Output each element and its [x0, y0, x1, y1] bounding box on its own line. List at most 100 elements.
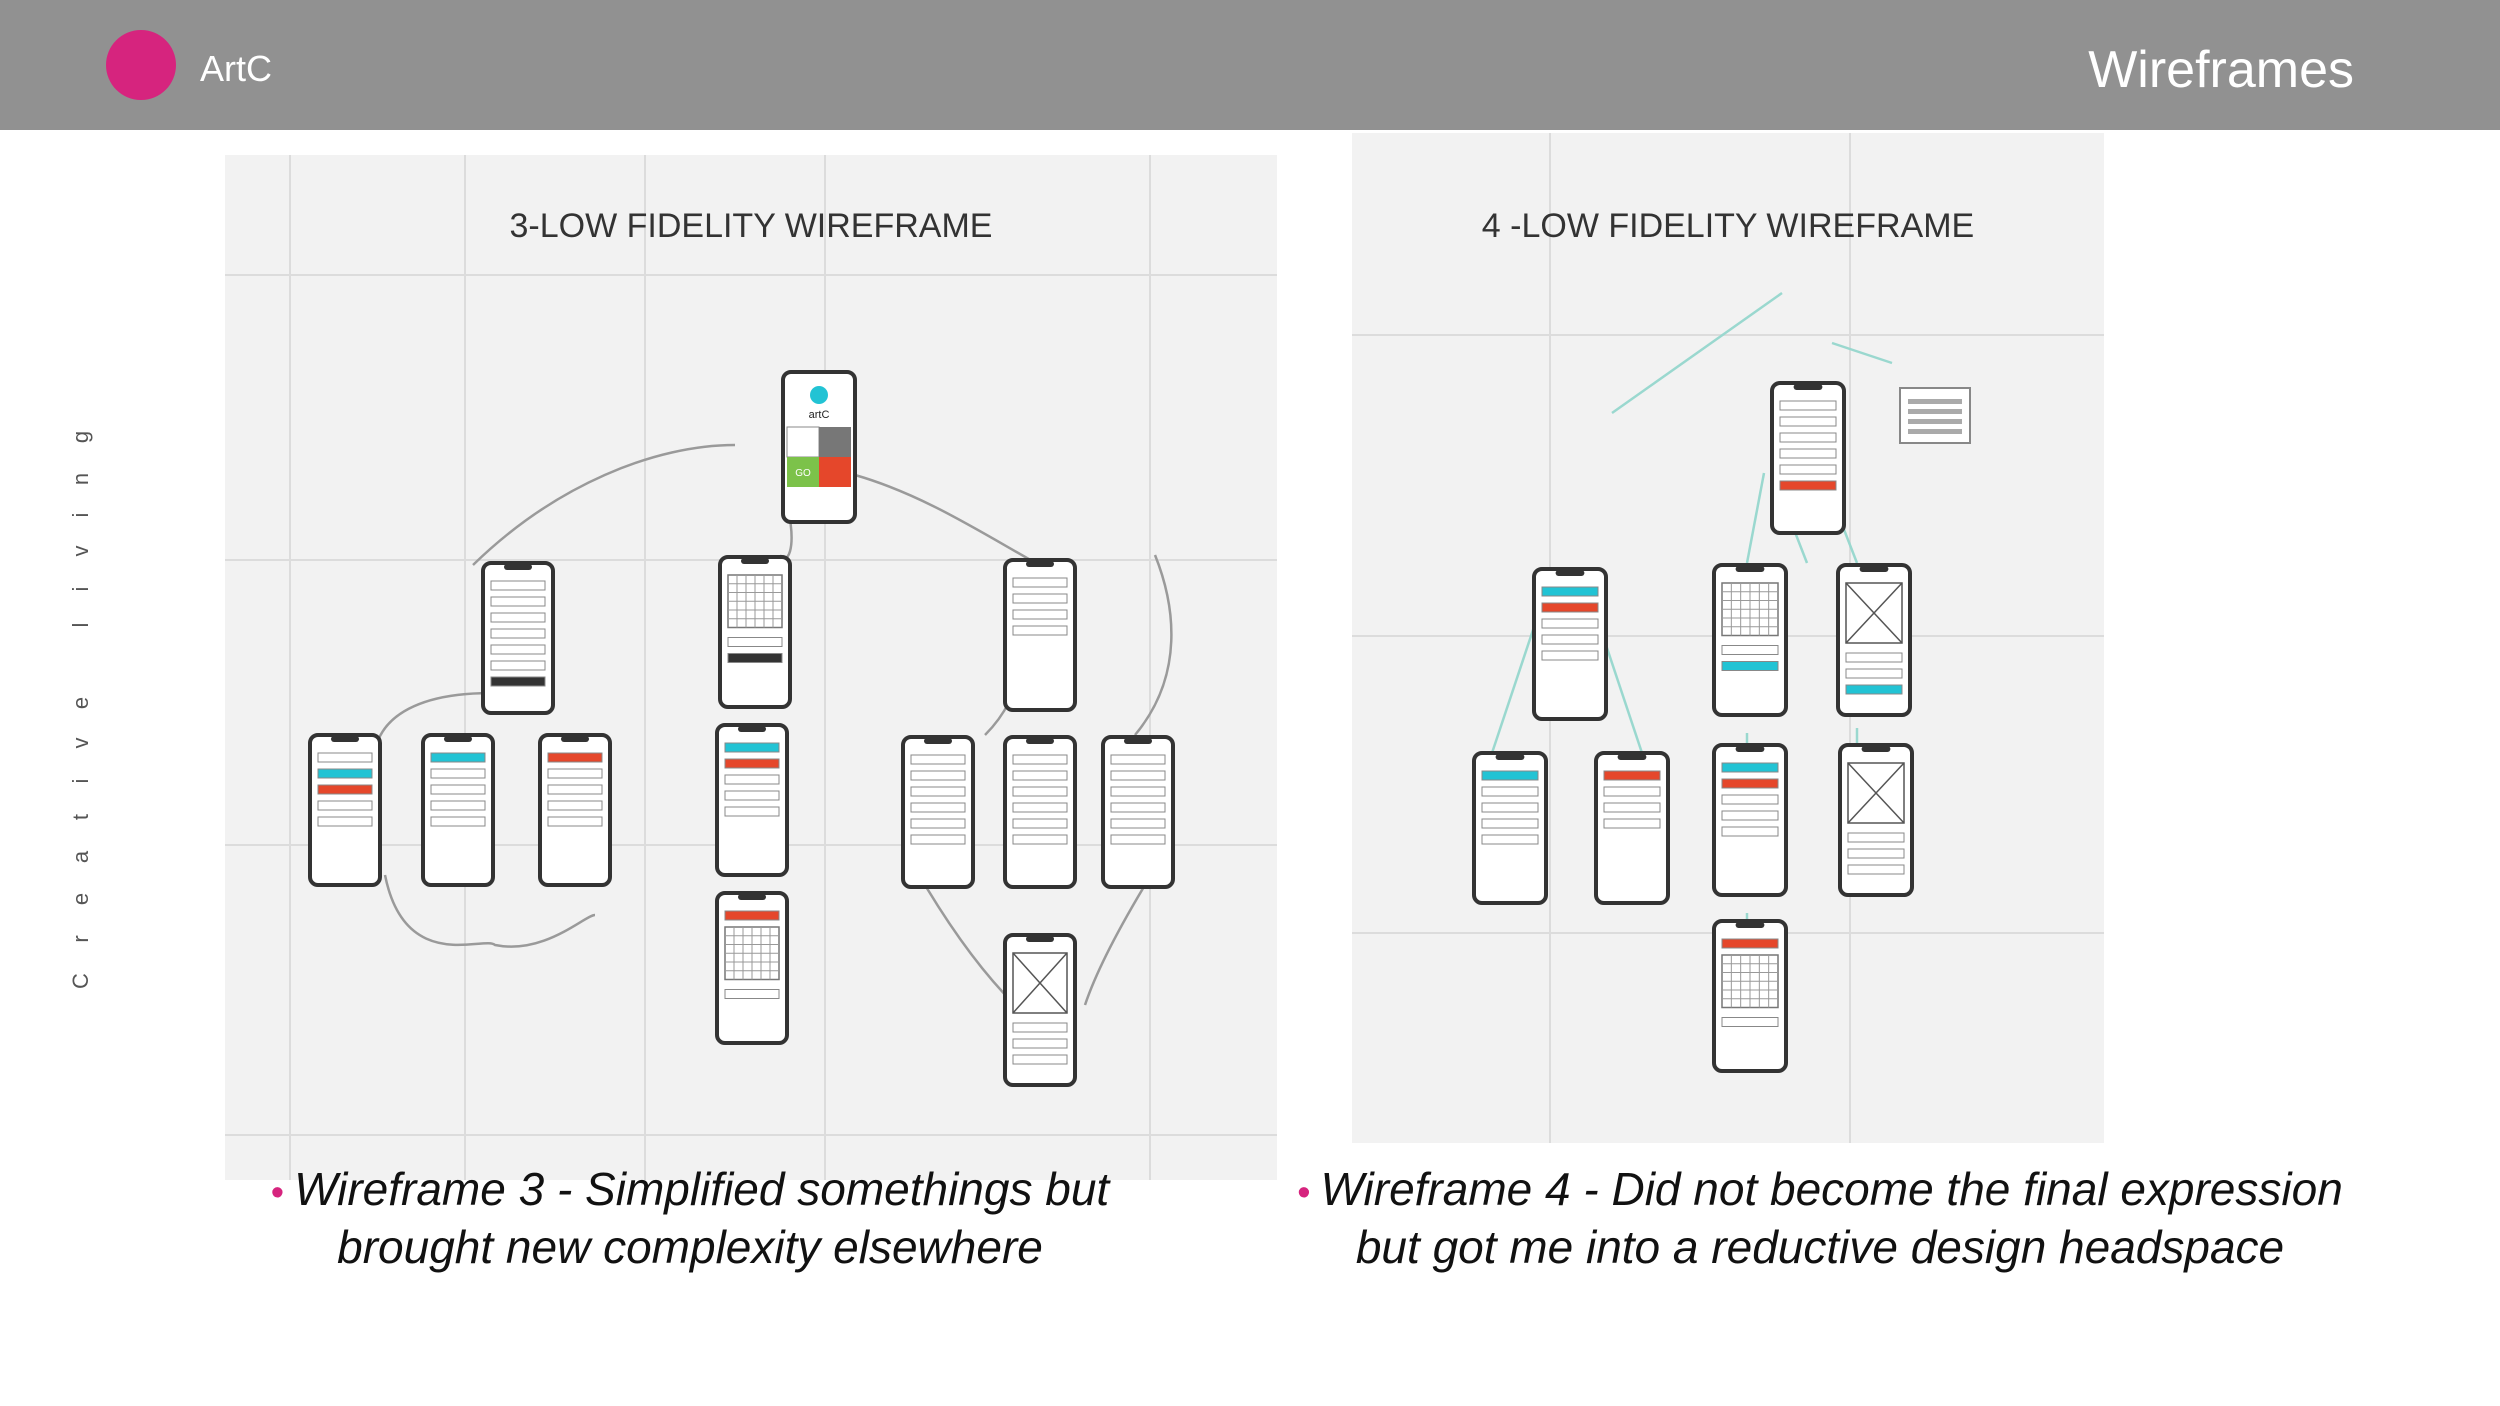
wire-bar	[1541, 650, 1599, 661]
wire-bar	[490, 644, 546, 655]
tagline-letter: n	[68, 472, 93, 486]
tile	[819, 427, 851, 457]
caption-wireframe-4: •Wireframe 4 - Did not become the final …	[1280, 1162, 2360, 1274]
phone-wireframe	[1712, 919, 1788, 1073]
wire-bar	[1012, 609, 1068, 620]
wire-bar	[1481, 834, 1539, 845]
wire-map-line	[1012, 952, 1068, 1014]
wire-map	[1845, 582, 1903, 644]
wire-bar	[1012, 754, 1068, 765]
phone-notch	[444, 736, 472, 742]
wire-map	[1012, 952, 1068, 1014]
phone-frame	[1712, 563, 1788, 717]
wire-bar	[727, 637, 783, 647]
phone-wireframe	[1472, 751, 1548, 905]
home-app-name: artC	[809, 409, 830, 421]
wire-bar	[317, 800, 373, 811]
phone-wireframe	[1712, 743, 1788, 897]
logo-circle	[106, 30, 176, 100]
wire-bar	[547, 784, 603, 795]
phone-wireframe	[1770, 381, 1846, 535]
wire-bar	[317, 752, 373, 763]
tagline-letter: l	[68, 622, 93, 628]
wire-bar	[1012, 1038, 1068, 1049]
note-line	[1908, 409, 1962, 414]
wire-bar	[724, 742, 780, 753]
wire-bar	[1721, 938, 1779, 949]
wire-bar	[910, 802, 966, 813]
caption-wireframe-3: •Wireframe 3 - Simplified somethings but…	[240, 1162, 1140, 1274]
wire-bar	[1012, 577, 1068, 588]
note-line	[1908, 429, 1962, 434]
wire-bar	[430, 752, 486, 763]
connector-line	[1083, 884, 1147, 1006]
bullet-icon: •	[270, 1172, 285, 1214]
wire-bar	[1847, 848, 1905, 859]
wire-bar	[1845, 652, 1903, 663]
wire-bar	[430, 816, 486, 827]
wire-bar	[1012, 786, 1068, 797]
phone-notch	[1555, 570, 1585, 576]
connector-line	[1134, 554, 1173, 736]
phone-notch	[741, 558, 769, 564]
phone-wireframe	[718, 555, 792, 709]
wire-bar	[724, 758, 780, 769]
wire-bar	[1721, 762, 1779, 773]
phone-notch	[1124, 738, 1152, 744]
slide-title: Wireframes	[2088, 41, 2354, 99]
wire-bar	[910, 818, 966, 829]
phone-wireframe	[715, 723, 789, 877]
wire-bar	[724, 774, 780, 785]
wireframe-4-diagram	[1352, 133, 2104, 1143]
phone-notch	[1793, 384, 1823, 390]
wire-bar	[1481, 786, 1539, 797]
connector-line	[1611, 291, 1783, 415]
tagline-letter: v	[68, 545, 93, 557]
wire-bar	[490, 676, 546, 687]
tagline-letter: e	[68, 892, 93, 906]
wire-bar	[1541, 618, 1599, 629]
wire-bar	[1481, 818, 1539, 829]
wire-bar	[1721, 810, 1779, 821]
tagline-letter: i	[68, 778, 93, 784]
phone-notch	[504, 564, 532, 570]
wire-bar	[1779, 416, 1837, 427]
tile-label: GO	[795, 468, 811, 479]
wire-bar	[1779, 400, 1837, 411]
wire-bar	[1603, 818, 1661, 829]
wire-bar	[547, 816, 603, 827]
phone-wireframe	[1836, 563, 1912, 717]
wire-bar	[724, 910, 780, 921]
wire-bar	[490, 628, 546, 639]
phone-notch	[1735, 922, 1765, 928]
phone-wireframe	[1838, 743, 1914, 897]
wire-bar	[1110, 770, 1166, 781]
wire-bar	[1012, 1022, 1068, 1033]
wire-bar	[1541, 586, 1599, 597]
wireframe-3-title: 3-LOW FIDELITY WIREFRAME	[509, 207, 993, 245]
wire-map	[1847, 762, 1905, 824]
phone-wireframe	[481, 561, 555, 715]
wire-bar	[1847, 832, 1905, 843]
connector-line	[383, 874, 596, 948]
phone-notch	[1735, 566, 1765, 572]
phone-wireframe	[1712, 563, 1788, 717]
wire-bar	[724, 989, 780, 999]
tagline-letter: r	[68, 935, 93, 943]
wire-bar	[1012, 1054, 1068, 1065]
wire-bar	[1541, 602, 1599, 613]
wire-bar	[1721, 778, 1779, 789]
tagline-letter: e	[68, 696, 93, 710]
wire-bar	[430, 768, 486, 779]
wire-bar	[317, 784, 373, 795]
tile	[787, 457, 819, 487]
phone-wireframe	[1003, 558, 1077, 712]
wire-bar	[547, 768, 603, 779]
connector-line	[854, 473, 1044, 569]
phone-notch	[1735, 746, 1765, 752]
wireframe-4-title: 4 -LOW FIDELITY WIREFRAME	[1481, 207, 1975, 245]
wire-bar	[724, 806, 780, 817]
wire-bar	[490, 612, 546, 623]
wire-bar	[1721, 661, 1779, 671]
caption-line: Wireframe 4 - Did not become the final e…	[1320, 1163, 2343, 1215]
